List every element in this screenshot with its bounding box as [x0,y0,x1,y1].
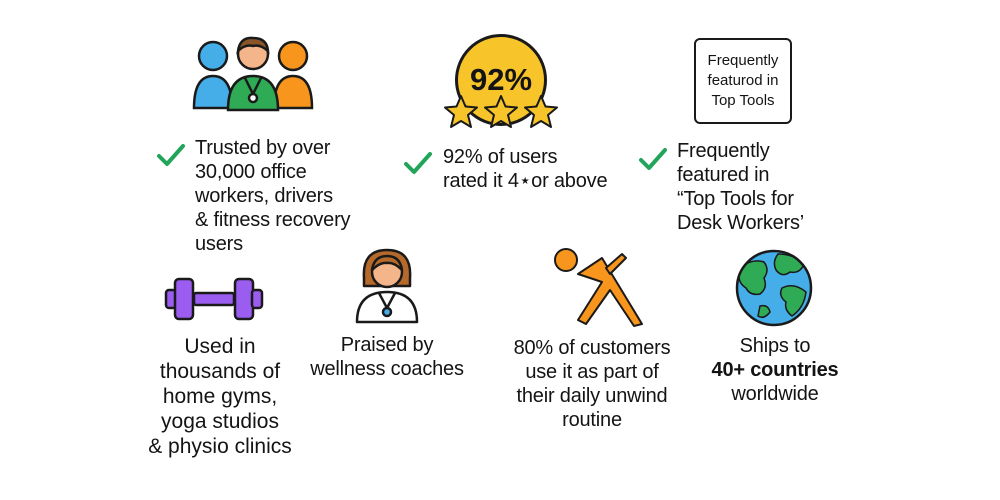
text-line: & fitness recovery [195,209,351,231]
rated-text: 92% of users rated it 4⋆or above [443,145,643,193]
text-line: rated it 4⋆or above [443,170,608,192]
coach-icon [355,248,419,324]
ships-text: Ships to 40+ countries worldwide [685,334,865,406]
gyms-text: Used in thousands of home gyms, yoga stu… [115,334,325,459]
text-line: 92% of users [443,146,558,168]
globe-icon [735,249,813,327]
routine-text: 80% of customers use it as part of their… [492,336,692,432]
text-line: wellness coaches [310,358,464,380]
text-line: featured in [677,164,770,186]
text-line: 40+ countries [711,359,839,381]
text-line: home gyms, [162,385,278,408]
people-group-icon [192,36,314,112]
text-line: Praised by [340,334,434,356]
text-line: Used in [184,335,256,358]
text-line: & physio clinics [148,435,292,458]
check-icon [404,152,432,174]
check-icon [157,144,185,166]
text-line: thousands of [159,360,281,383]
text-line: routine [562,409,622,431]
award-box-icon: Frequently featurod in Top Tools [694,38,792,124]
text-line: 30,000 office [195,161,307,183]
featured-box-line: Frequently [707,52,779,69]
text-line: Trusted by over [195,137,331,159]
featured-box-line: Top Tools [711,92,775,109]
text-line: yoga studios [161,410,279,433]
rating-badge-text: 92% [469,62,533,97]
text-line: Desk Workers’ [677,212,805,234]
stretching-person-icon [554,248,643,327]
star-icon [484,95,518,128]
trusted-text: Trusted by over 30,000 office workers, d… [195,136,405,256]
text-line: users [195,233,243,255]
text-line: use it as part of [525,361,659,383]
featured-box-line: featurod in [707,72,779,89]
text-line: their daily unwind [516,385,668,407]
text-line: 80% of customers [513,337,671,359]
star-icon [524,95,558,128]
stars-row [444,95,558,128]
text-line: “Top Tools for [677,188,794,210]
check-icon [639,148,667,170]
featured-text: Frequently featured in “Top Tools for De… [677,139,877,235]
dumbbell-icon [164,277,264,321]
text-line: workers, drivers [195,185,333,207]
coaches-text: Praised by wellness coaches [292,333,482,381]
text-line: Frequently [677,140,770,162]
star-icon [444,95,478,128]
text-line: worldwide [731,383,819,405]
text-line: Ships to [739,335,811,357]
